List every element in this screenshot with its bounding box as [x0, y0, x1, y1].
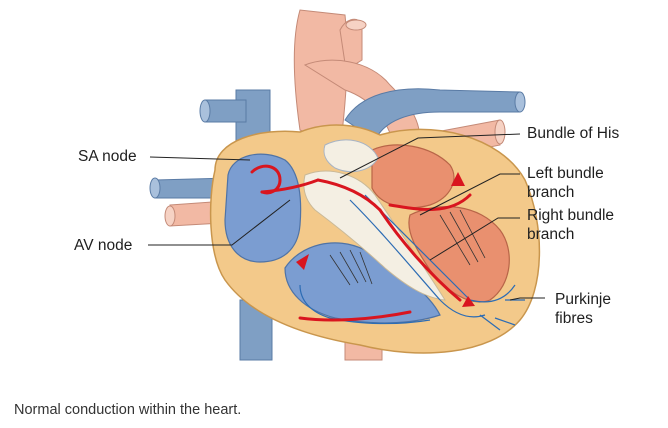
label-left-bundle-branch: Left bundle branch: [527, 164, 604, 202]
right-atrium: [225, 154, 301, 262]
label-purkinje-fibres: Purkinje fibres: [555, 290, 611, 328]
label-right-bundle-branch: Right bundle branch: [527, 206, 614, 244]
figure-caption: Normal conduction within the heart.: [14, 402, 241, 418]
label-sa-node: SA node: [78, 147, 137, 166]
label-bundle-of-his: Bundle of His: [527, 124, 619, 143]
label-av-node: AV node: [74, 236, 132, 255]
